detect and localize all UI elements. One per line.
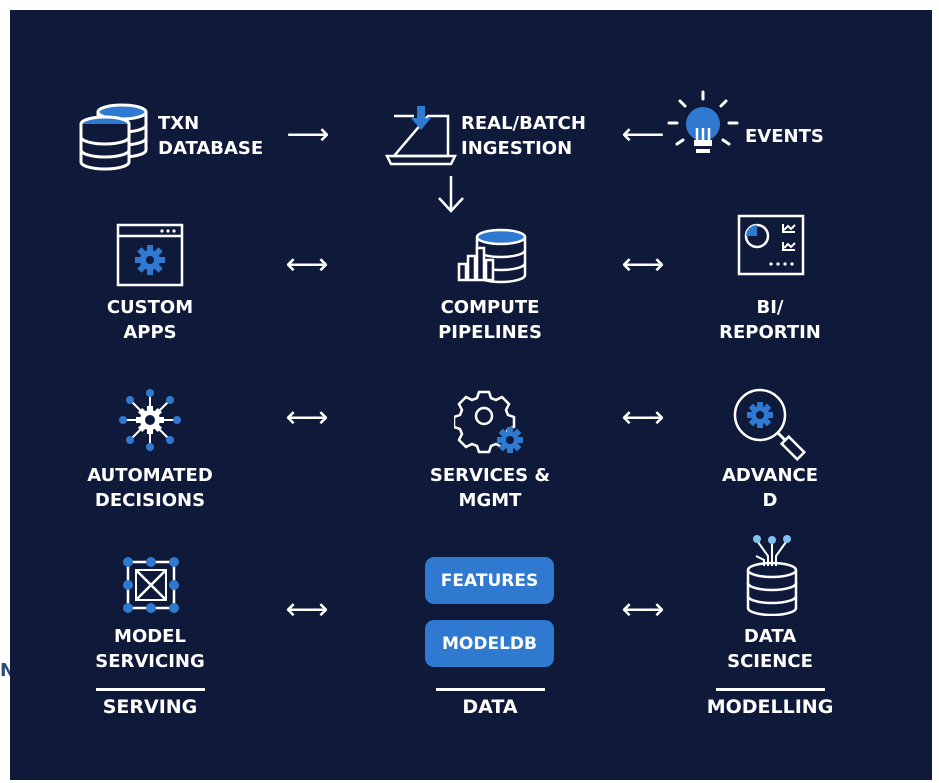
arrow-automated-services: ⟷ <box>285 400 329 435</box>
laptop-download-icon <box>385 106 457 166</box>
features-pill: FEATURES <box>425 557 554 604</box>
ingestion-label: REAL/BATCH INGESTION <box>461 113 586 159</box>
arrow-custom-apps-compute: ⟷ <box>285 247 329 282</box>
arrow-txn-to-ingestion: ⟶ <box>286 117 330 152</box>
services-mgmt-label: SERVICES & MGMT <box>429 465 551 511</box>
events-label: EVENTS <box>745 126 824 147</box>
txn-database-label: TXN DATABASE <box>158 113 264 159</box>
arrow-ingestion-to-compute <box>438 176 464 213</box>
data-rule <box>436 688 545 691</box>
arrow-model-data: ⟷ <box>285 592 329 627</box>
modelling-footer: MODELLING <box>706 696 834 718</box>
lightbulb-icon <box>667 90 739 153</box>
app-window-gear-icon <box>116 223 184 287</box>
serving-rule <box>96 688 205 691</box>
arrow-events-to-ingestion: ⟵ <box>621 117 665 152</box>
automated-decisions-label: AUTOMATED DECISIONS <box>87 465 213 511</box>
arrow-services-advanced: ⟷ <box>621 400 665 435</box>
data-science-label: DATA SCIENCE <box>727 626 813 672</box>
custom-apps-label: CUSTOM APPS <box>106 297 194 343</box>
magnifier-gear-icon <box>733 388 807 462</box>
model-servicing-label: MODEL SERVICING <box>95 626 205 672</box>
gears-icon <box>454 390 523 454</box>
bi-reporting-label: BI/ REPORTIN <box>719 297 821 343</box>
database-bar-chart-icon <box>457 228 527 284</box>
model-network-icon <box>123 557 179 613</box>
compute-pipelines-label: COMPUTE PIPELINES <box>438 297 542 343</box>
serving-footer: SERVING <box>102 696 198 718</box>
dashboard-icon <box>737 214 805 276</box>
modelling-rule <box>716 688 825 691</box>
modeldb-pill: MODELDB <box>425 620 554 667</box>
arrow-data-science: ⟷ <box>621 592 665 627</box>
advanced-label: ADVANCE D <box>721 465 819 511</box>
arrow-compute-bi: ⟷ <box>621 247 665 282</box>
database-sparkle-icon <box>746 535 798 616</box>
data-footer: DATA <box>462 696 518 718</box>
network-gear-icon <box>119 389 181 451</box>
database-icon <box>79 103 148 171</box>
